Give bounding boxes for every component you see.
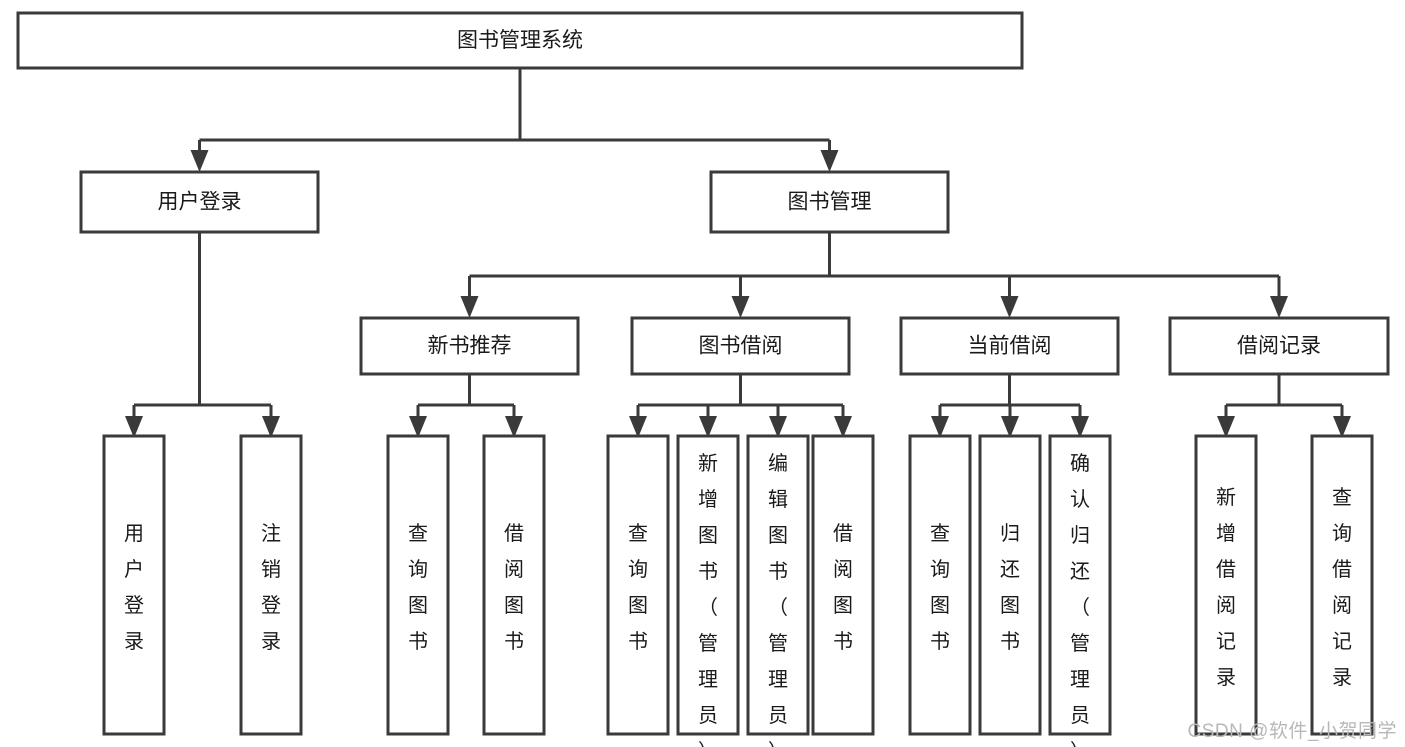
node-leaf-borrow-book-2[interactable]: 借阅图书 bbox=[811, 434, 875, 736]
arrow-head-icon bbox=[820, 150, 839, 172]
node-book-borrow-label: 图书借阅 bbox=[699, 335, 783, 358]
node-leaf-return-book-rect bbox=[978, 434, 1042, 736]
arrow-head-icon bbox=[505, 416, 523, 438]
node-leaf-query-book-3-label: 查询图书 bbox=[930, 522, 950, 653]
node-book-borrow-rect bbox=[630, 316, 851, 376]
node-leaf-query-book-1-rect bbox=[386, 434, 450, 736]
node-leaf-borrow-book-1[interactable]: 借阅图书 bbox=[482, 434, 546, 736]
node-leaf-user-logout-label: 注销登录 bbox=[261, 522, 281, 653]
arrow-head-icon bbox=[629, 416, 647, 438]
node-leaf-query-book-1[interactable]: 查询图书 bbox=[386, 434, 450, 736]
arrow-head-icon bbox=[1217, 416, 1235, 438]
node-leaf-query-borrow-record[interactable]: 查询借阅记录 bbox=[1310, 434, 1374, 736]
node-leaf-query-borrow-record-rect bbox=[1310, 434, 1374, 736]
node-borrow-record-rect bbox=[1168, 316, 1390, 376]
node-root-root-rect bbox=[16, 11, 1024, 70]
node-book-manage-rect bbox=[709, 170, 950, 234]
node-root-root-label: 图书管理系统 bbox=[457, 29, 583, 52]
node-leaf-return-book-label: 归还图书 bbox=[1000, 522, 1020, 653]
node-user-login-label: 用户登录 bbox=[158, 191, 242, 214]
node-leaf-user-login-rect bbox=[102, 434, 166, 736]
arrow-head-icon bbox=[409, 416, 427, 438]
arrow-head-icon bbox=[1000, 296, 1019, 318]
node-new-book-rec-label: 新书推荐 bbox=[428, 335, 512, 358]
arrow-head-icon bbox=[769, 416, 787, 438]
node-current-borrow-rect bbox=[899, 316, 1120, 376]
node-leaf-confirm-return-admin-label: 确认归还（管理员） bbox=[1070, 452, 1090, 747]
watermark-text: CSDN @软件_小贺同学 bbox=[1187, 721, 1397, 742]
node-leaf-user-logout[interactable]: 注销登录 bbox=[239, 434, 303, 736]
node-leaf-user-login[interactable]: 用户登录 bbox=[102, 434, 166, 736]
node-leaf-query-book-3-rect bbox=[908, 434, 972, 736]
node-user-login-rect bbox=[79, 170, 320, 234]
node-borrow-record[interactable]: 借阅记录 bbox=[1168, 316, 1390, 376]
arrow-head-icon bbox=[834, 416, 852, 438]
arrow-head-icon bbox=[699, 416, 717, 438]
arrow-head-icon bbox=[931, 416, 949, 438]
arrow-head-icon bbox=[1333, 416, 1351, 438]
nodes-layer: 图书管理系统用户登录图书管理新书推荐图书借阅当前借阅借阅记录用户登录注销登录查询… bbox=[16, 11, 1390, 747]
node-leaf-borrow-book-2-label: 借阅图书 bbox=[833, 522, 853, 653]
node-leaf-add-borrow-record[interactable]: 新增借阅记录 bbox=[1194, 434, 1258, 736]
edges-layer bbox=[125, 68, 1351, 438]
node-book-borrow[interactable]: 图书借阅 bbox=[630, 316, 851, 376]
node-leaf-confirm-return-admin[interactable]: 确认归还（管理员） bbox=[1048, 434, 1112, 747]
node-leaf-user-login-label: 用户登录 bbox=[124, 523, 144, 653]
node-borrow-record-label: 借阅记录 bbox=[1237, 335, 1321, 358]
node-leaf-add-book-admin-label: 新增图书（管理员） bbox=[698, 452, 718, 747]
arrow-head-icon bbox=[190, 150, 209, 172]
arrow-head-icon bbox=[460, 296, 479, 318]
node-current-borrow-label: 当前借阅 bbox=[968, 335, 1052, 358]
arrow-head-icon bbox=[1270, 296, 1288, 318]
node-leaf-borrow-book-1-label: 借阅图书 bbox=[504, 522, 524, 653]
node-leaf-add-borrow-record-label: 新增借阅记录 bbox=[1216, 486, 1236, 689]
node-leaf-user-logout-rect bbox=[239, 434, 303, 736]
node-leaf-borrow-book-2-rect bbox=[811, 434, 875, 736]
node-leaf-add-borrow-record-rect bbox=[1194, 434, 1258, 736]
node-leaf-edit-book-admin-label: 编辑图书（管理员） bbox=[768, 452, 788, 747]
node-new-book-rec-rect bbox=[359, 316, 580, 376]
node-leaf-return-book[interactable]: 归还图书 bbox=[978, 434, 1042, 736]
node-book-manage[interactable]: 图书管理 bbox=[709, 170, 950, 234]
arrow-head-icon bbox=[262, 416, 280, 438]
arrow-head-icon bbox=[731, 296, 750, 318]
node-leaf-query-book-1-label: 查询图书 bbox=[408, 522, 428, 653]
node-leaf-query-book-2-label: 查询图书 bbox=[628, 522, 648, 653]
node-leaf-edit-book-admin[interactable]: 编辑图书（管理员） bbox=[746, 434, 810, 747]
node-root-root[interactable]: 图书管理系统 bbox=[16, 11, 1024, 70]
node-leaf-borrow-book-1-rect bbox=[482, 434, 546, 736]
node-leaf-query-book-3[interactable]: 查询图书 bbox=[908, 434, 972, 736]
node-leaf-add-book-admin-rect bbox=[676, 434, 740, 736]
node-leaf-query-borrow-record-label: 查询借阅记录 bbox=[1332, 486, 1352, 689]
node-leaf-edit-book-admin-rect bbox=[746, 434, 810, 736]
node-book-manage-label: 图书管理 bbox=[788, 191, 872, 214]
node-user-login[interactable]: 用户登录 bbox=[79, 170, 320, 234]
node-new-book-rec[interactable]: 新书推荐 bbox=[359, 316, 580, 376]
node-current-borrow[interactable]: 当前借阅 bbox=[899, 316, 1120, 376]
arrow-head-icon bbox=[1001, 416, 1019, 438]
node-leaf-confirm-return-admin-rect bbox=[1048, 434, 1112, 736]
node-leaf-query-book-2[interactable]: 查询图书 bbox=[606, 434, 670, 736]
node-leaf-query-book-2-rect bbox=[606, 434, 670, 736]
arrow-head-icon bbox=[1071, 416, 1089, 438]
arrow-head-icon bbox=[125, 416, 143, 438]
node-leaf-add-book-admin[interactable]: 新增图书（管理员） bbox=[676, 434, 740, 747]
